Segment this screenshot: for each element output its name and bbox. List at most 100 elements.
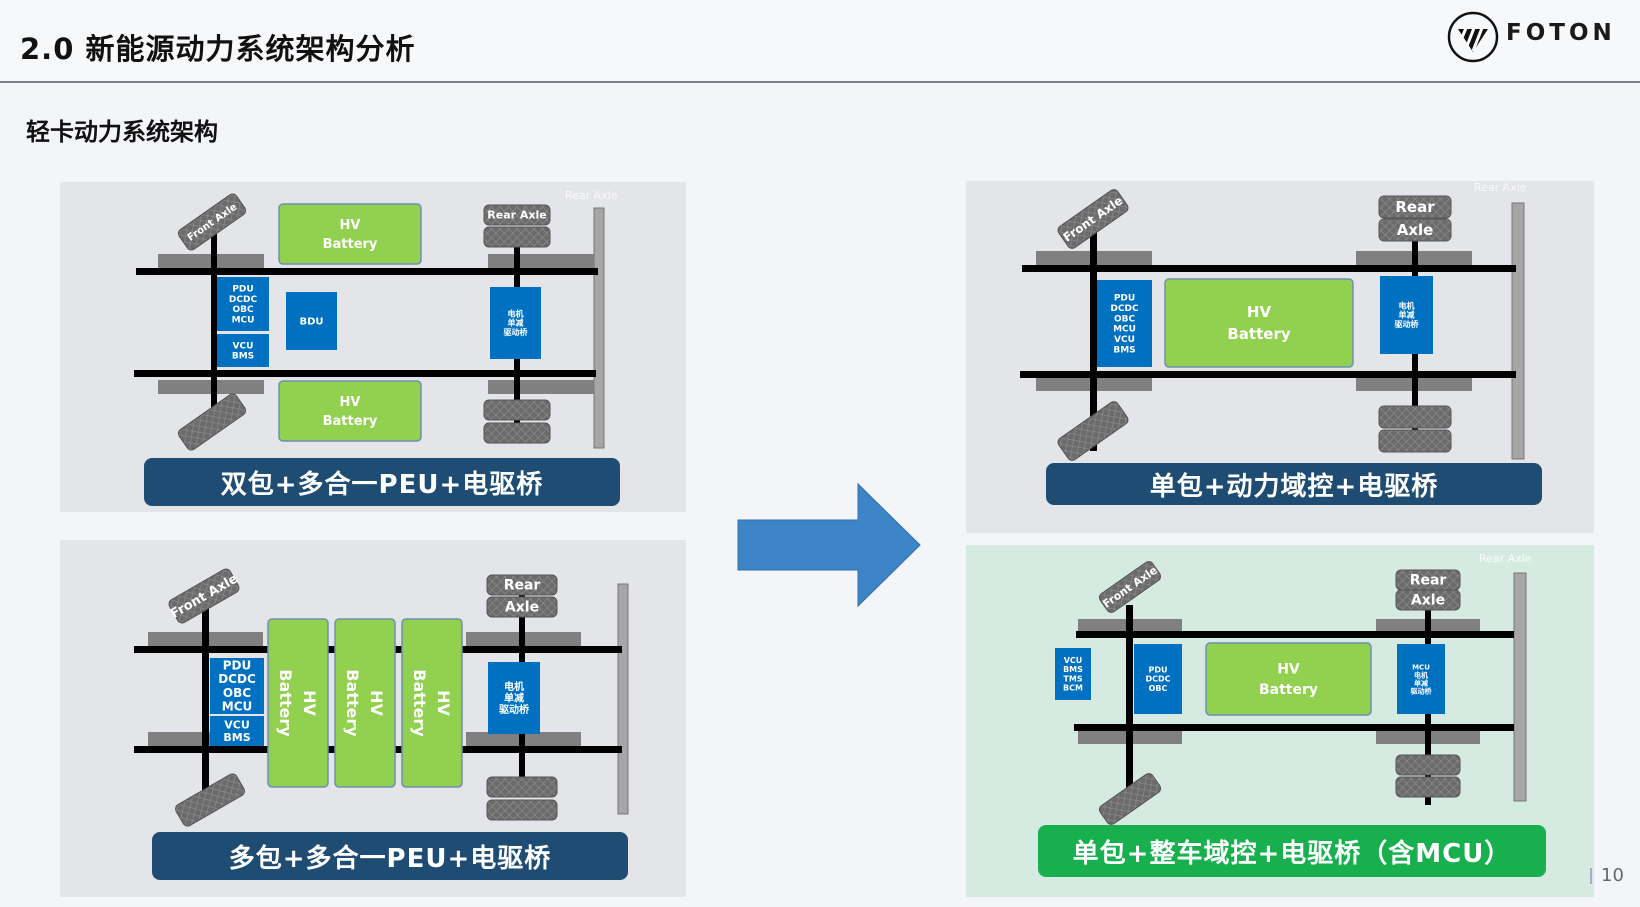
battery-label: HV	[300, 690, 319, 716]
tire-icon: Axle	[1378, 218, 1452, 242]
battery-label: HV	[340, 218, 361, 233]
tire-icon	[1098, 773, 1162, 825]
front-axle-shaft	[1126, 605, 1133, 805]
controller-label: DCDC	[229, 295, 258, 305]
tire-icon	[1378, 405, 1452, 429]
tire-tread	[486, 574, 558, 596]
controller-label: BMS	[223, 731, 250, 744]
controller-label: MCU	[1113, 325, 1136, 335]
controller-label: MCU	[1412, 663, 1430, 671]
controller-label: BMS	[232, 352, 254, 362]
foton-logo-icon	[1447, 11, 1499, 63]
controller-label: 电机	[508, 308, 524, 318]
tire-icon: Rear Axle	[483, 204, 551, 226]
tire-icon: Rear	[1395, 569, 1461, 591]
tire-tread	[483, 204, 551, 226]
tire-tread	[1395, 776, 1461, 798]
axle-label: Rear	[1395, 198, 1435, 216]
e-axle-box	[488, 662, 540, 734]
frame-rail	[1076, 631, 1514, 638]
front-axle-shaft	[202, 602, 209, 792]
controller-label: OBC	[1114, 314, 1136, 324]
transition-arrow-icon	[737, 482, 921, 608]
controller-label: 电机	[1414, 670, 1428, 679]
rear-axle-ghost-label: Rear Axle	[1479, 552, 1532, 565]
rear-frame-bar	[617, 583, 629, 815]
section-subtitle: 轻卡动力系统架构	[26, 118, 218, 146]
hv-battery	[1205, 642, 1372, 716]
controller-label: BMS	[1063, 665, 1083, 674]
axle-label: Front Axle	[1100, 564, 1160, 611]
controller-label: 单减	[1414, 678, 1428, 687]
tire-icon	[483, 399, 551, 421]
diagram-caption: 单包+动力域控+电驱桥	[1046, 463, 1542, 505]
tire-tread	[1378, 195, 1452, 219]
controller-label: DCDC	[218, 672, 256, 686]
tire-icon: Axle	[1395, 589, 1461, 611]
tire-icon: Rear	[1378, 195, 1452, 219]
controller-label: 驱动桥	[1411, 686, 1433, 695]
hv-battery	[267, 618, 329, 788]
controller-label: MCU	[222, 700, 253, 714]
tire-tread	[1395, 754, 1461, 776]
tire-tread	[1057, 189, 1129, 249]
controller-label: 驱动桥	[1395, 319, 1420, 329]
tire-tread	[1057, 401, 1129, 461]
tire-tread	[1378, 429, 1452, 453]
axle-label: Axle	[1411, 593, 1445, 609]
page-marker	[1590, 868, 1592, 884]
hv-battery	[1164, 278, 1354, 368]
controller-label: PDU	[232, 284, 253, 294]
controller-label: 单减	[504, 691, 524, 704]
axle-label: Axle	[1397, 221, 1434, 239]
tire-tread	[486, 776, 558, 798]
vcu-bms-box	[210, 716, 264, 746]
controller-label: BDU	[299, 316, 323, 327]
page-number: 10	[1601, 865, 1624, 886]
front-axle-shaft	[211, 222, 217, 432]
tire-icon	[1057, 401, 1129, 461]
brand-name: FOTON	[1506, 20, 1616, 46]
tire-icon	[483, 422, 551, 444]
tire-icon	[1395, 776, 1461, 798]
vcu-bms-box	[217, 334, 269, 367]
controller-label: 电机	[504, 680, 524, 693]
tire-tread	[1395, 589, 1461, 611]
battery-label: Battery	[323, 237, 378, 252]
front-axle-shaft	[1090, 221, 1097, 451]
tire-tread	[175, 773, 245, 827]
pdu-controller-box	[217, 277, 269, 331]
tire-icon	[486, 799, 558, 821]
battery-label: HV	[367, 690, 386, 716]
controller-label: PDU	[1149, 665, 1168, 674]
diagram-caption: 多包+多合一PEU+电驱桥	[152, 832, 628, 880]
controller-label: OBC	[232, 305, 254, 315]
tire-tread	[486, 799, 558, 821]
tire-tread	[1098, 561, 1162, 613]
battery-label: Battery	[276, 669, 295, 737]
frame-rail	[1020, 371, 1516, 378]
controller-label: VCU	[1064, 656, 1083, 665]
slide-header: 2.0 新能源动力系统架构分析 FOTON	[0, 0, 1640, 83]
controller-label: TMS	[1063, 674, 1082, 683]
axle-hub	[488, 254, 594, 268]
axle-label: Rear	[1410, 573, 1447, 589]
axle-label: Axle	[505, 600, 539, 616]
diagram-caption: 双包+多合一PEU+电驱桥	[144, 458, 620, 506]
controller-label: BCM	[1063, 683, 1083, 692]
frame-rail	[1022, 265, 1516, 272]
controller-label: 驱动桥	[499, 703, 530, 716]
slide-title: 2.0 新能源动力系统架构分析	[20, 32, 416, 66]
tire-tread	[177, 393, 247, 451]
tire-icon	[483, 226, 551, 248]
battery-label: Battery	[323, 414, 378, 429]
battery-label: HV	[1277, 662, 1300, 678]
tire-icon	[175, 773, 245, 827]
controller-label: 电机	[1399, 300, 1415, 310]
controller-label: 单减	[1399, 310, 1415, 320]
